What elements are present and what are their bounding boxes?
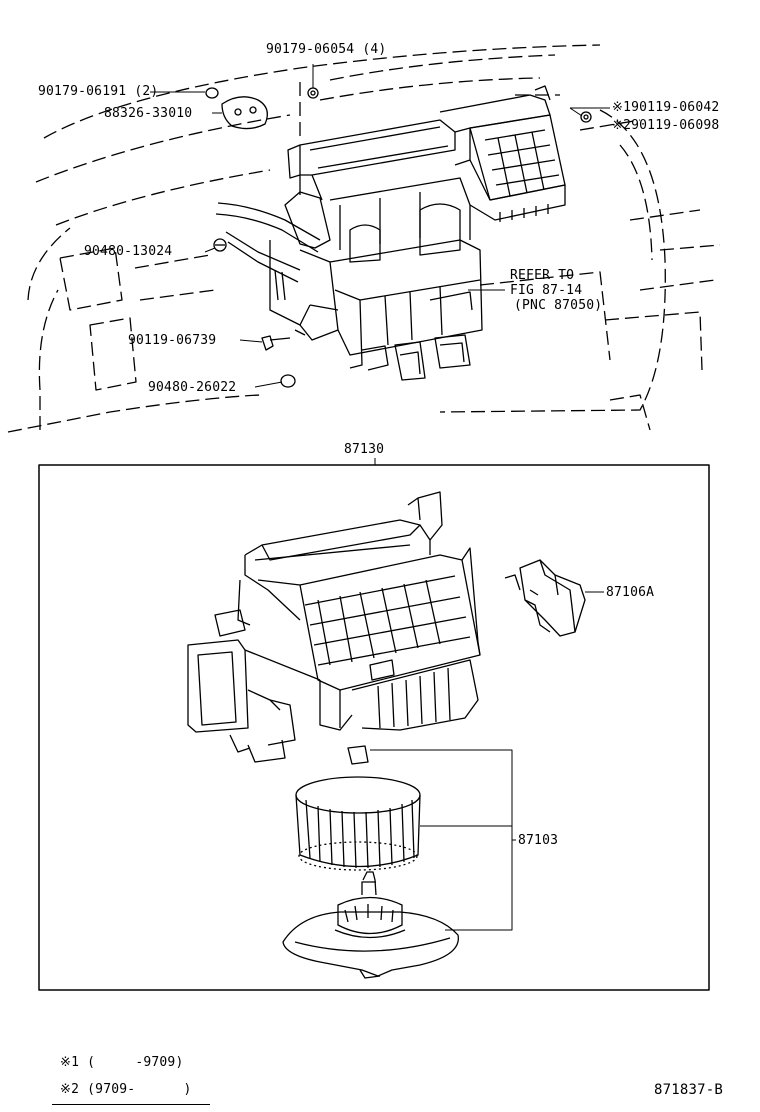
- label-90179-06054: 90179-06054 (4): [266, 42, 387, 57]
- leader-87103: [370, 749, 516, 931]
- footnote-2: ※2 (9709- ): [60, 1082, 192, 1097]
- upper-hvac-assembly: [215, 85, 566, 381]
- label-90480-13024: 90480-13024: [84, 244, 173, 259]
- label-90179-06191: 90179-06191 (2): [38, 84, 159, 99]
- label-88326-33010: 88326-33010: [104, 106, 193, 121]
- label-refer-line-1: REFER TO: [510, 268, 575, 283]
- label-290119-06098: ※290119-06098: [612, 118, 720, 133]
- label-refer-line-3: (PNC 87050): [514, 298, 603, 313]
- label-190119-06042: ※190119-06042: [612, 100, 720, 115]
- upper-leader-lines: [150, 64, 610, 388]
- figure-code: 871837-B: [654, 1082, 724, 1098]
- resistor-87106A-part: [504, 559, 586, 637]
- footnote-1-mark: ※1: [60, 1055, 80, 1070]
- footnote-2-mark: ※2: [60, 1082, 80, 1097]
- footnote-1: ※1 ( -9709): [60, 1055, 183, 1070]
- label-87106A: 87106A: [606, 585, 655, 600]
- blower-motor-part: [282, 871, 459, 979]
- assembly-87130-frame: [38, 464, 710, 991]
- label-90119-06739: 90119-06739: [128, 333, 217, 348]
- blower-case-assembly: [187, 491, 481, 763]
- dashboard-outline: [7, 44, 721, 433]
- label-87103: 87103: [518, 833, 559, 848]
- footnote-2-range: (9709- ): [87, 1082, 192, 1097]
- label-refer-line-2: FIG 87-14: [510, 283, 583, 298]
- blower-fan-part: [295, 745, 421, 871]
- footnote-underline: [52, 1104, 210, 1105]
- label-87130: 87130: [344, 442, 385, 457]
- footnote-1-range: ( -9709): [87, 1055, 184, 1070]
- label-90480-26022: 90480-26022: [148, 380, 237, 395]
- upper-small-parts: [205, 87, 592, 388]
